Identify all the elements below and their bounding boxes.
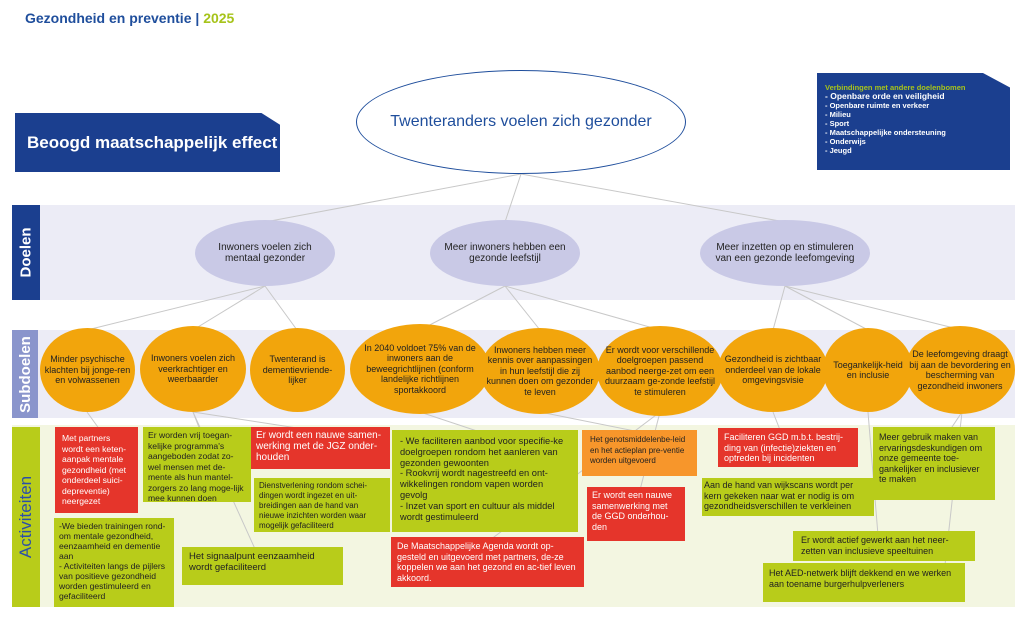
activity-card: Met partners wordt een keten-aanpak ment… xyxy=(55,427,138,513)
connections-box: Verbindingen met andere doelenbomen Open… xyxy=(817,73,1010,170)
connection-item: Maatschappelijke ondersteuning xyxy=(825,128,1002,137)
activity-card: Er wordt actief gewerkt aan het neer-zet… xyxy=(793,531,975,561)
doelen-label: Doelen xyxy=(12,205,40,300)
activity-card: Meer gebruik maken van ervaringsdeskundi… xyxy=(873,427,995,500)
effect-statement: Twenteranders voelen zich gezonder xyxy=(356,70,686,174)
subgoal: Inwoners voelen zich veerkrachtiger en w… xyxy=(140,326,246,412)
effect-label: Beoogd maatschappelijk effect xyxy=(15,113,280,172)
subgoal: Inwoners hebben meer kennis over aanpass… xyxy=(480,328,600,414)
connection-item: Openbare orde en veiligheid xyxy=(825,92,1002,101)
goal-healthy-environment: Meer inzetten op en stimuleren van een g… xyxy=(700,220,870,286)
subdoelen-label: Subdoelen xyxy=(12,330,38,418)
activity-card: Er wordt een nauwe samenwerking met de G… xyxy=(587,487,685,541)
activity-card: Er wordt een nauwe samen-werking met de … xyxy=(251,427,390,469)
subgoal: De leefomgeving draagt bij aan de bevord… xyxy=(905,326,1015,414)
subgoal: Twenterand is dementievriende-lijker xyxy=(250,328,345,412)
activity-card: Faciliteren GGD m.b.t. bestrij-ding van … xyxy=(718,428,858,467)
goal-healthy-lifestyle: Meer inwoners hebben een gezonde leefsti… xyxy=(430,220,580,286)
connection-item: Milieu xyxy=(825,110,1002,119)
page-title: Gezondheid en preventie | 2025 xyxy=(25,10,235,26)
subgoal: In 2040 voldoet 75% van de inwoners aan … xyxy=(350,324,490,414)
activity-card: Er worden vrij toegan-kelijke programma'… xyxy=(143,427,251,503)
activity-card: Dienstverlening rondom schei-dingen word… xyxy=(254,478,390,532)
activity-card: - We faciliteren aanbod voor specifie-ke… xyxy=(392,430,578,532)
subgoal: Er wordt voor verschillende doelgroepen … xyxy=(597,326,723,416)
subgoal: Toegankelijk-heid en inclusie xyxy=(823,328,913,412)
activity-card: Het genotsmiddelenbe-leid en het actiepl… xyxy=(582,430,697,476)
connection-item: Sport xyxy=(825,119,1002,128)
connection-item: Onderwijs xyxy=(825,137,1002,146)
subgoal: Minder psychische klachten bij jonge-ren… xyxy=(40,328,135,412)
activity-card: Het AED-netwerk blijft dekkend en we wer… xyxy=(763,563,965,602)
activity-card: De Maatschappelijke Agenda wordt op-gest… xyxy=(391,537,584,587)
activity-card: Aan de hand van wijkscans wordt per kern… xyxy=(702,478,874,516)
goal-mental-health: Inwoners voelen zich mentaal gezonder xyxy=(195,220,335,286)
activity-card: Het signaalpunt eenzaamheid wordt gefaci… xyxy=(182,547,343,585)
activiteiten-label: Activiteiten xyxy=(12,427,40,607)
connection-item: Jeugd xyxy=(825,146,1002,155)
connections-heading: Verbindingen met andere doelenbomen xyxy=(825,83,966,92)
connection-item: Openbare ruimte en verkeer xyxy=(825,101,1002,110)
activity-card: -We bieden trainingen rond-om mentale ge… xyxy=(54,518,174,607)
subgoal: Gezondheid is zichtbaar onderdeel van de… xyxy=(718,328,828,412)
